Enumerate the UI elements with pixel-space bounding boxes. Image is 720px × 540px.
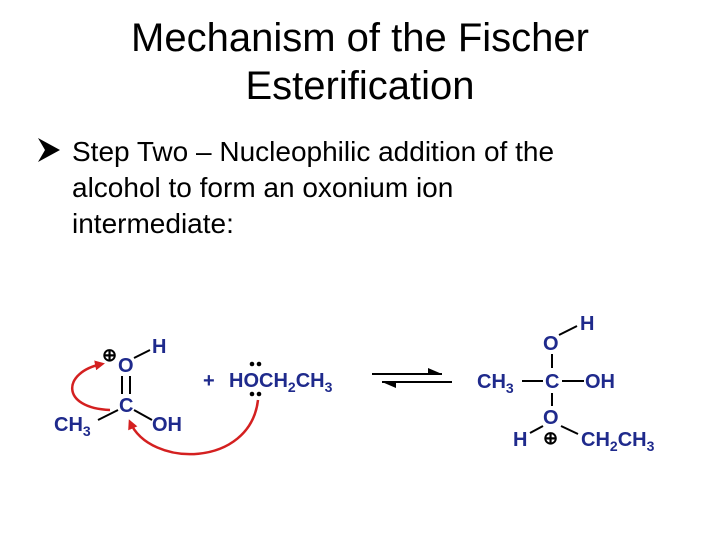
positive-charge-icon: ⊕	[102, 345, 117, 365]
title-line-1: Mechanism of the Fischer	[131, 16, 589, 60]
title-line-2: Esterification	[245, 64, 475, 108]
positive-charge-icon: ⊕	[543, 428, 558, 448]
product-hydroxyl: OH	[585, 371, 615, 393]
alcohol-formula: HOCH2CH3	[229, 370, 333, 395]
o-ethyl-bond	[560, 425, 579, 435]
reactant-methyl: CH3	[54, 414, 91, 439]
reactant-molecule: ⊕ O H C CH3 OH	[54, 336, 182, 439]
product-bottom-oxygen: O	[543, 407, 559, 429]
bullet-line-2: alcohol to form an oxonium ion	[72, 172, 454, 203]
equilibrium-arrows-icon	[372, 368, 452, 388]
alcohol-molecule: + HOCH2CH3	[203, 361, 333, 397]
bullet-text: Step Two – Nucleophilic addition of the …	[72, 134, 686, 242]
product-bottom-hydrogen: H	[513, 429, 527, 451]
product-carbon: C	[545, 371, 559, 393]
oh-bond	[133, 349, 151, 359]
reactant-hydrogen: H	[152, 336, 166, 358]
product-methyl: CH3	[477, 371, 514, 396]
product-top-oxygen: O	[543, 333, 559, 355]
top-oh-bond	[558, 325, 578, 336]
product-molecule: O H CH3 C OH O H ⊕ CH2CH3	[477, 313, 655, 454]
arrow-bullet-icon	[38, 138, 60, 162]
bottom-oh-bond	[529, 425, 544, 434]
reactant-hydroxyl: OH	[152, 414, 182, 436]
curved-arrow-icon	[128, 399, 260, 456]
bullet-line-1: Step Two – Nucleophilic addition of the	[72, 136, 555, 167]
reactant-carbon: C	[119, 395, 133, 417]
curved-arrow-icon	[71, 360, 111, 412]
product-top-hydrogen: H	[580, 313, 594, 335]
slide-title: Mechanism of the Fischer Esterification	[60, 14, 660, 110]
lone-pair-dots	[249, 361, 262, 397]
bullet-point: Step Two – Nucleophilic addition of the …	[36, 134, 686, 242]
product-ethyl: CH2CH3	[581, 429, 655, 454]
reaction-scheme: ⊕ O H C CH3 OH + HOCH2CH3 O H CH3	[54, 313, 655, 456]
bullet-line-3: intermediate:	[72, 208, 234, 239]
c-ch3-bond	[97, 409, 119, 421]
plus-sign: +	[203, 370, 215, 392]
c-oh-bond	[133, 409, 153, 421]
reactant-oxygen: O	[118, 355, 134, 377]
